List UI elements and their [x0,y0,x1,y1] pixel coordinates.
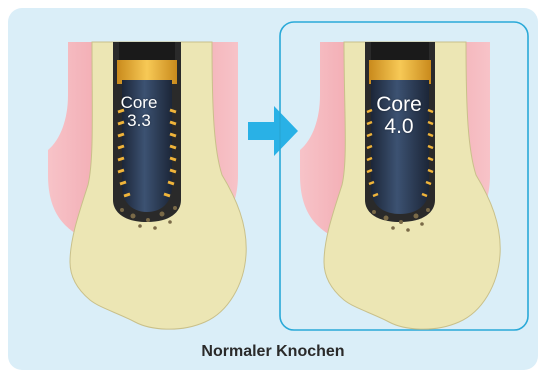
right-implant-name: Core [368,94,430,116]
left-implant-size: 3.3 [114,112,164,130]
caption: Normaler Knochen [0,343,546,361]
arrow-icon [248,106,298,156]
right-scene [300,42,500,329]
left-implant-name: Core [114,94,164,112]
left-abutment [119,42,175,60]
right-implant-label: Core 4.0 [368,94,430,138]
right-abutment [371,42,429,60]
left-implant-label: Core 3.3 [114,94,164,130]
right-implant-size: 4.0 [368,116,430,138]
left-scene [48,42,246,329]
